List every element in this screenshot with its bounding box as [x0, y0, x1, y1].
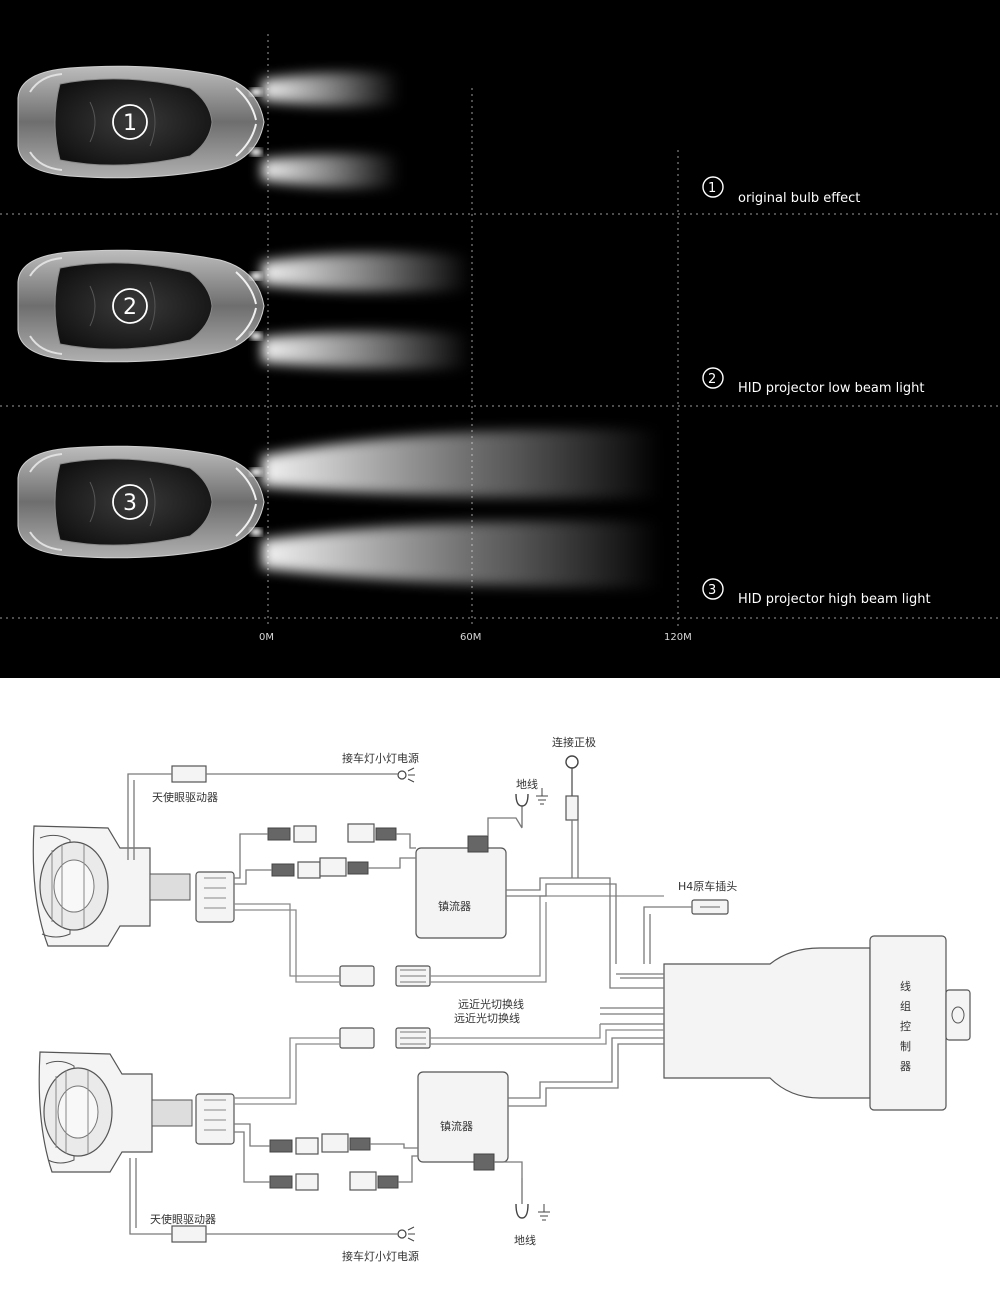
legend-number-3: 3: [708, 583, 716, 598]
car-number-2: 2: [123, 295, 137, 320]
connector-pair-top-2: [271, 857, 369, 879]
angel-eye-driver-bottom: 天使眼驱动器: [150, 1213, 216, 1243]
label-controller-1: 线: [900, 979, 911, 993]
wiring-diagram-svg: 天使眼驱动器 接车灯小灯电源 远近光切换线 镇流器 地线 连接正极: [32, 735, 971, 1263]
car-2: 2: [17, 249, 265, 363]
angel-eye-driver-top: 天使眼驱动器: [152, 765, 218, 804]
car-3: 3: [17, 445, 265, 559]
label-angel-eye-driver-bottom: 天使眼驱动器: [150, 1213, 216, 1226]
label-ground-bottom: 地线: [514, 1233, 536, 1247]
label-controller-4: 制: [900, 1040, 911, 1053]
switch-connector-top: [339, 965, 431, 987]
beam-low: [262, 252, 470, 370]
car-number-ring-2: [112, 288, 148, 324]
ballast-bottom: 镇流器: [417, 1071, 509, 1171]
label-positive: 连接正极: [552, 735, 596, 749]
label-ground-top: 地线: [516, 777, 538, 791]
car-number-1: 1: [123, 111, 137, 136]
small-light-terminal-top: [397, 767, 415, 783]
legend-item-2: 2 HID projector low beam light: [702, 367, 924, 396]
h4-plug: [691, 899, 729, 915]
beam-comparison-panel: 1 2 3 0M 60M 120M 1 original bulb effect 2…: [0, 0, 1000, 678]
distance-label-0m: 0M: [259, 632, 274, 643]
label-ballast-top: 镇流器: [438, 899, 471, 913]
connector-pair-bottom-1: [269, 1133, 371, 1155]
legend-item-3: 3 HID projector high beam light: [702, 578, 931, 607]
legend-label-high-beam: HID projector high beam light: [738, 592, 931, 607]
label-ballast-bottom: 镇流器: [440, 1119, 473, 1133]
small-light-terminal-bottom: [397, 1226, 415, 1242]
projector-lamp-bottom: [38, 1051, 193, 1173]
legend-number-1: 1: [708, 181, 716, 196]
distance-label-60m: 60M: [460, 632, 481, 643]
car-number-3: 3: [123, 491, 137, 516]
wiring-lines: [127, 773, 692, 1235]
beam-high: [262, 429, 660, 588]
label-switch-line-2: 远近光切换线: [454, 1011, 520, 1025]
car-number-ring-3: [112, 484, 148, 520]
beam-comparison-svg: 1 2 3 0M 60M 120M 1 original bulb effect 2…: [0, 34, 1000, 643]
label-controller-5: 器: [900, 1060, 911, 1073]
legend-number-2: 2: [708, 372, 716, 387]
label-h4-plug: H4原车插头: [678, 879, 737, 893]
label-controller-3: 控: [900, 1019, 911, 1033]
distance-label-120m: 120M: [664, 632, 692, 643]
connector-pair-top-1: [267, 823, 397, 843]
beam-original: [262, 72, 400, 188]
switch-connector-bottom: [339, 1027, 431, 1049]
wiring-diagram-panel: 天使眼驱动器 接车灯小灯电源 远近光切换线 镇流器 地线 连接正极: [0, 678, 1000, 1312]
legend-label-low-beam: HID projector low beam light: [738, 381, 924, 396]
label-angel-eye-driver-top: 天使眼驱动器: [152, 791, 218, 804]
label-small-light-top: 接车灯小灯电源: [342, 751, 419, 765]
label-switch-line-1: 远近光切换线: [458, 997, 524, 1011]
ground-terminal-top: [515, 788, 548, 828]
legend-label-original: original bulb effect: [738, 191, 860, 206]
ballast-top: 镇流器: [415, 835, 507, 939]
harness-controller: 线 组 控 制 器: [663, 935, 971, 1111]
connector-pair-bottom-2: [269, 1171, 399, 1191]
positive-terminal: [565, 755, 579, 821]
connector-block-top: [195, 871, 235, 923]
connector-block-bottom: [195, 1093, 235, 1145]
legend-item-1: 1 original bulb effect: [702, 176, 860, 206]
label-controller-2: 组: [900, 999, 911, 1013]
car-1: 1: [17, 65, 265, 179]
ground-terminal-bottom: [515, 1178, 550, 1221]
car-number-ring-1: [112, 104, 148, 140]
projector-lamp-top: [32, 825, 191, 947]
label-small-light-bottom: 接车灯小灯电源: [342, 1249, 419, 1263]
